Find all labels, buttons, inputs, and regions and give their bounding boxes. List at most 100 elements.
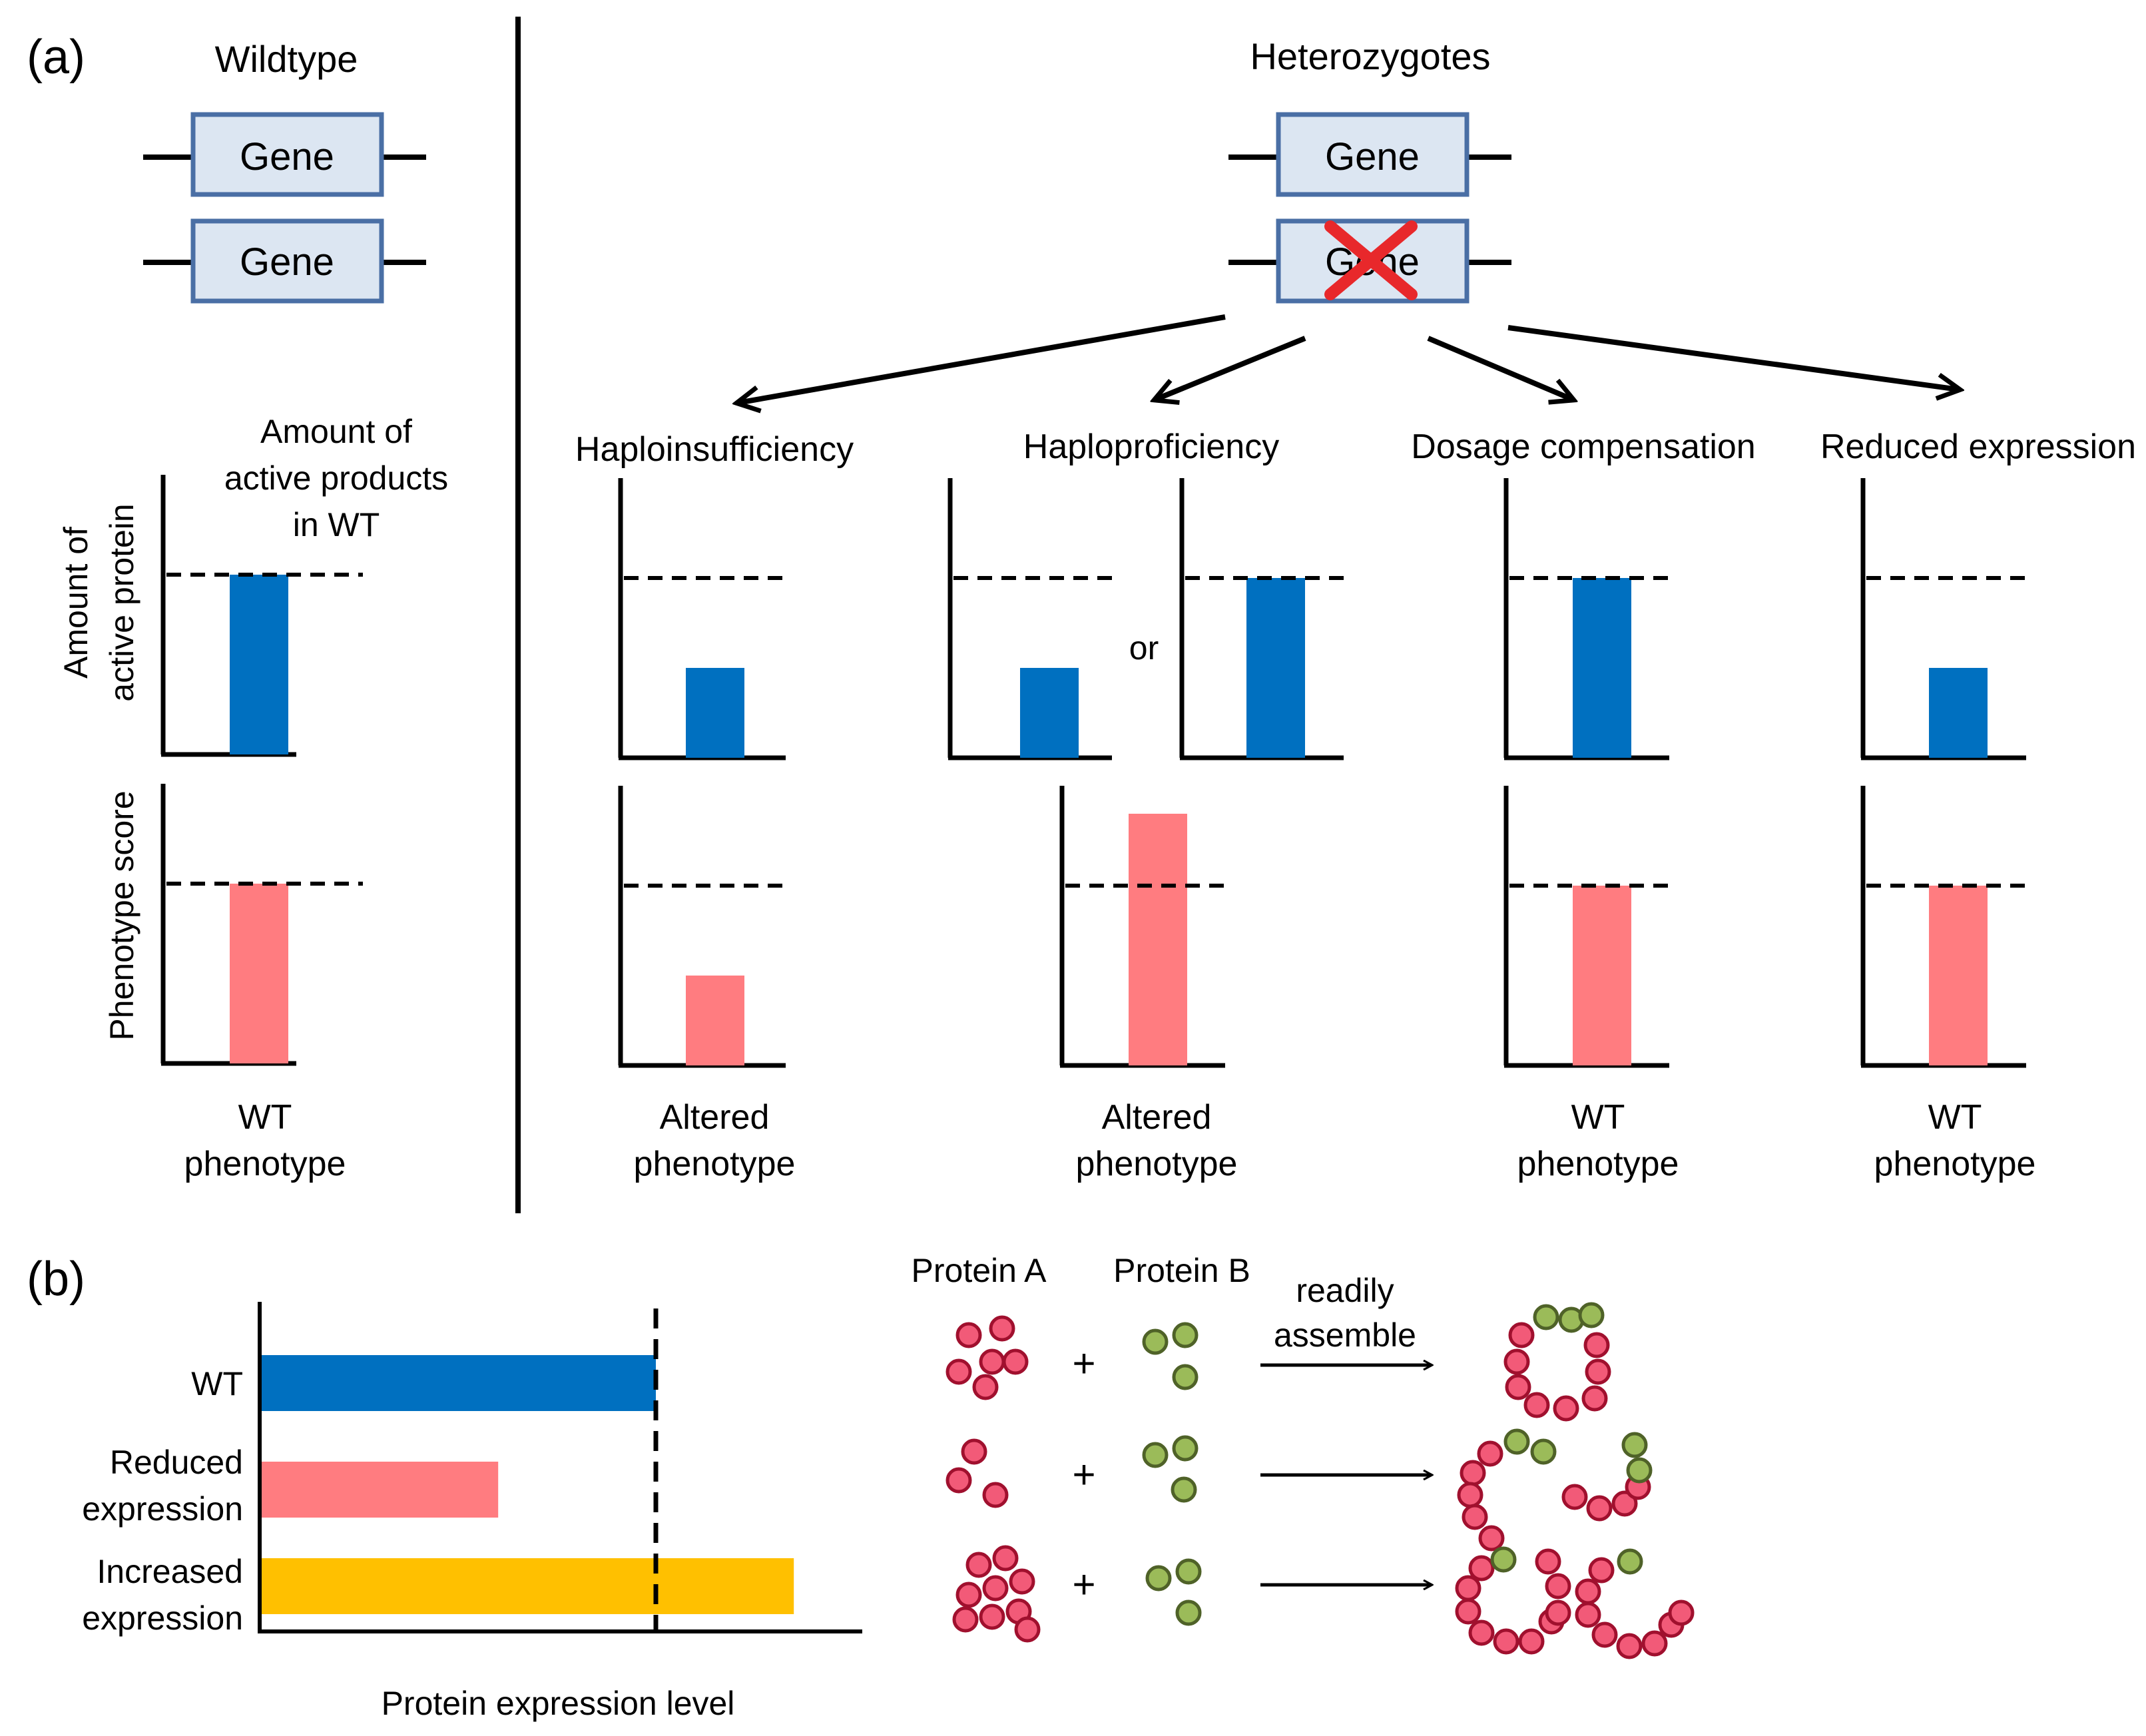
arrow-dosage-compensation	[1427, 336, 1573, 400]
outcome-line-1: WT	[1928, 1098, 1982, 1137]
mechanism-title-haploinsufficiency: Haploinsufficiency	[575, 430, 854, 469]
protein-a-molecule	[1575, 1578, 1601, 1605]
mini-charts	[160, 475, 2026, 1068]
protein-b-molecule	[1578, 1302, 1605, 1328]
protein-a-molecule	[1575, 1601, 1601, 1628]
protein-a-molecule	[989, 1315, 1015, 1342]
protein-a-molecule	[1545, 1573, 1571, 1599]
wt-note-line-1: Amount of	[260, 413, 412, 450]
bar	[230, 575, 288, 754]
protein-b-molecule	[1142, 1328, 1169, 1355]
wt-protein-chart	[160, 475, 363, 757]
outcome-reduced-expression: WT phenotype	[1874, 1098, 2036, 1183]
assembly-arrows	[1260, 1365, 1432, 1585]
protein-a-molecule	[945, 1467, 972, 1494]
bar	[230, 884, 288, 1063]
mechanism-title-haploproficiency: Haploproficiency	[1023, 428, 1279, 466]
plus-sign: +	[1072, 1341, 1095, 1386]
gene-label: Gene	[1325, 135, 1420, 178]
protein-b-molecule	[1175, 1599, 1202, 1626]
bar	[1929, 886, 1988, 1065]
ylabel-protein: Amount of active protein	[57, 503, 140, 701]
ylabel-phenotype: Phenotype score	[103, 790, 140, 1040]
bar	[1573, 578, 1631, 758]
wt-note-line-2: active products	[224, 459, 448, 497]
outcome-line-2: phenotype	[1076, 1145, 1238, 1183]
protein-a-molecule	[1503, 1348, 1530, 1375]
heterozygote-gene-1: Gene	[1228, 112, 1511, 197]
cross-icon	[1324, 220, 1418, 300]
protein-a-molecule	[952, 1606, 979, 1633]
bar	[1246, 578, 1305, 758]
protein-a-molecule	[1641, 1630, 1668, 1657]
wildtype-title: Wildtype	[215, 38, 358, 80]
dosage-compensation-phenotype-chart	[1503, 786, 1669, 1068]
wildtype-gene-1: Gene	[143, 112, 426, 197]
haploinsufficiency-phenotype-chart	[618, 786, 786, 1068]
protein-a-molecule	[1493, 1628, 1519, 1655]
panel-b-label: (b)	[27, 1253, 85, 1306]
outcome-line-1: Altered	[1102, 1098, 1212, 1137]
outcome-wt: WT phenotype	[184, 1098, 346, 1183]
protein-a-molecule	[1616, 1633, 1643, 1659]
protein-a-molecule	[1586, 1495, 1613, 1522]
heterozygote-gene-2-knockout: Gene	[1228, 218, 1511, 304]
protein-b-molecule	[1172, 1322, 1199, 1348]
protein-a-molecule	[1591, 1621, 1618, 1648]
protein-a-molecule	[1561, 1484, 1588, 1510]
protein-a-molecule	[1585, 1358, 1611, 1385]
protein-a-molecule	[955, 1322, 982, 1348]
protein-a-molecule	[1518, 1628, 1545, 1655]
protein-a-molecule	[1460, 1460, 1486, 1486]
protein-a-molecule	[1611, 1490, 1638, 1517]
protein-a-molecule	[992, 1545, 1019, 1572]
protein-a-molecule	[945, 1358, 972, 1385]
gene-label: Gene	[240, 240, 334, 284]
haploproficiency-phenotype-chart	[1059, 786, 1225, 1068]
protein-a-molecule	[972, 1374, 999, 1400]
or-label: or	[1129, 629, 1159, 667]
category-label-increased-line-2: expression	[82, 1599, 243, 1637]
reduced-expression-phenotype-chart	[1860, 786, 2026, 1068]
plus-sign: +	[1072, 1562, 1095, 1607]
outcome-line-2: phenotype	[1517, 1145, 1679, 1183]
protein-b-molecule	[1503, 1428, 1530, 1455]
ylabel-protein-line-1: Amount of	[57, 527, 95, 679]
outcome-line-2: phenotype	[634, 1145, 796, 1183]
protein-b-molecule	[1530, 1438, 1557, 1465]
bar	[1129, 814, 1187, 1065]
protein-a-molecule	[982, 1482, 1009, 1508]
expression-bar	[262, 1355, 656, 1411]
ylabel-protein-line-2: active protein	[103, 503, 140, 701]
protein-a-molecule	[1523, 1392, 1550, 1418]
expression-bars	[262, 1308, 794, 1631]
bar	[1573, 886, 1631, 1065]
protein-a-molecule	[1002, 1348, 1029, 1375]
protein-a-molecule	[1462, 1504, 1488, 1530]
protein-a-molecule	[961, 1438, 987, 1465]
haploproficiency-protein-chart-a	[947, 478, 1119, 760]
protein-a-molecule	[1545, 1599, 1571, 1626]
category-label-wt: WT	[191, 1365, 243, 1402]
wildtype-gene-2: Gene	[143, 218, 426, 304]
protein-a-molecule	[1583, 1332, 1610, 1358]
wt-phenotype-chart	[160, 784, 363, 1066]
protein-b-molecule	[1490, 1546, 1517, 1573]
protein-a-molecule	[1468, 1619, 1495, 1646]
protein-b-molecule	[1172, 1364, 1199, 1390]
plus-sign: +	[1072, 1452, 1095, 1497]
outcome-haploinsufficiency: Altered phenotype	[634, 1098, 796, 1183]
wt-note-line-3: in WT	[293, 506, 380, 543]
gene-label: Gene	[240, 135, 334, 178]
protein-a-molecule	[1009, 1568, 1035, 1595]
protein-a-molecule	[1477, 1440, 1503, 1467]
category-label-reduced-line-1: Reduced	[110, 1444, 243, 1481]
protein-a-molecule	[1014, 1616, 1041, 1643]
mechanism-title-reduced-expression: Reduced expression	[1820, 428, 2136, 466]
protein-a-molecule	[979, 1603, 1005, 1630]
molecules	[945, 1302, 1695, 1659]
protein-a-molecule	[1508, 1322, 1535, 1348]
protein-a-molecule	[1553, 1395, 1579, 1422]
protein-a-molecule	[1581, 1385, 1608, 1412]
